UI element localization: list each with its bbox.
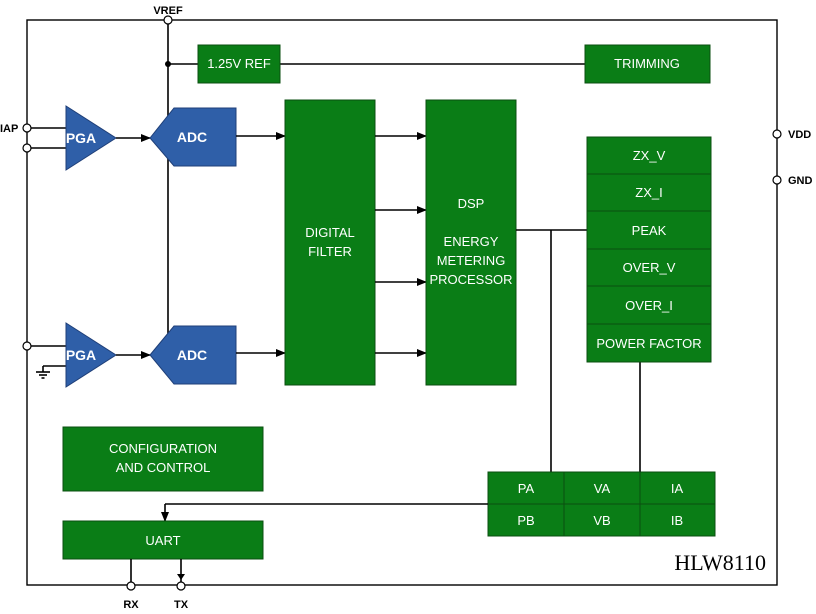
register-peak-label: PEAK	[632, 223, 667, 238]
vref-label: VREF	[153, 5, 183, 17]
adc-2	[149, 325, 237, 385]
ref-block	[197, 44, 281, 84]
vin-pin	[22, 341, 32, 351]
output-ib-label: IB	[671, 513, 683, 528]
output-pb-label: PB	[517, 513, 534, 528]
gnd-pin	[772, 175, 782, 185]
iap-pin	[22, 123, 32, 133]
adc-1	[149, 107, 237, 167]
dsp-line-5: PROCESSOR	[429, 272, 512, 287]
tx-label: TX	[174, 599, 189, 611]
chip-name: HLW8110	[674, 550, 766, 575]
vref-pin	[163, 15, 173, 25]
adc-2-label: ADC	[177, 347, 207, 363]
trimming-block	[584, 44, 711, 84]
output-vb-label: VB	[593, 513, 610, 528]
dsp-block	[425, 99, 517, 386]
rx-pin	[126, 581, 136, 591]
output-vb	[563, 503, 641, 537]
register-zx-v	[586, 136, 712, 175]
pga-2	[65, 322, 117, 388]
uart-label: UART	[145, 533, 180, 548]
dsp-line-1: DSP	[458, 196, 485, 211]
tx-pin	[176, 581, 186, 591]
config-line-1: CONFIGURATION	[109, 441, 217, 456]
digital-filter-block	[284, 99, 376, 386]
chip-outline	[26, 19, 778, 586]
pga-1-label: PGA	[66, 130, 96, 146]
register-power-factor-label: POWER FACTOR	[596, 336, 701, 351]
output-ia	[639, 471, 716, 505]
iap-label: IAP	[0, 123, 18, 135]
vdd-pin	[772, 129, 782, 139]
config-line-2: AND CONTROL	[116, 460, 211, 475]
ian-pin	[22, 143, 32, 153]
ref-label: 1.25V REF	[207, 56, 271, 71]
register-power-factor	[586, 323, 712, 363]
config-block	[62, 426, 264, 492]
register-zx-v-label: ZX_V	[633, 148, 666, 163]
output-ia-label: IA	[671, 481, 684, 496]
tx-arrow-icon	[177, 574, 185, 580]
register-over-v-label: OVER_V	[623, 260, 676, 275]
output-pa-label: PA	[518, 481, 535, 496]
uart-block	[62, 520, 264, 560]
dsp-line-3: ENERGY	[444, 234, 499, 249]
output-pb	[487, 503, 565, 537]
register-zx-i	[586, 173, 712, 212]
pga-1	[65, 105, 117, 171]
register-over-v	[586, 248, 712, 287]
register-zx-i-label: ZX_I	[635, 185, 662, 200]
digital-filter-line-1: DIGITAL	[305, 225, 355, 240]
digital-filter-line-2: FILTER	[308, 244, 352, 259]
output-va-label: VA	[594, 481, 611, 496]
pga-2-label: PGA	[66, 347, 96, 363]
register-over-i-label: OVER_I	[625, 298, 673, 313]
vdd-label: VDD	[788, 129, 811, 141]
trimming-label: TRIMMING	[614, 56, 680, 71]
rx-label: RX	[123, 599, 139, 611]
register-over-i	[586, 285, 712, 325]
adc-1-label: ADC	[177, 129, 207, 145]
dsp-line-4: METERING	[437, 253, 506, 268]
output-ib	[639, 503, 716, 537]
output-va	[563, 471, 641, 505]
gnd-label: GND	[788, 175, 813, 187]
